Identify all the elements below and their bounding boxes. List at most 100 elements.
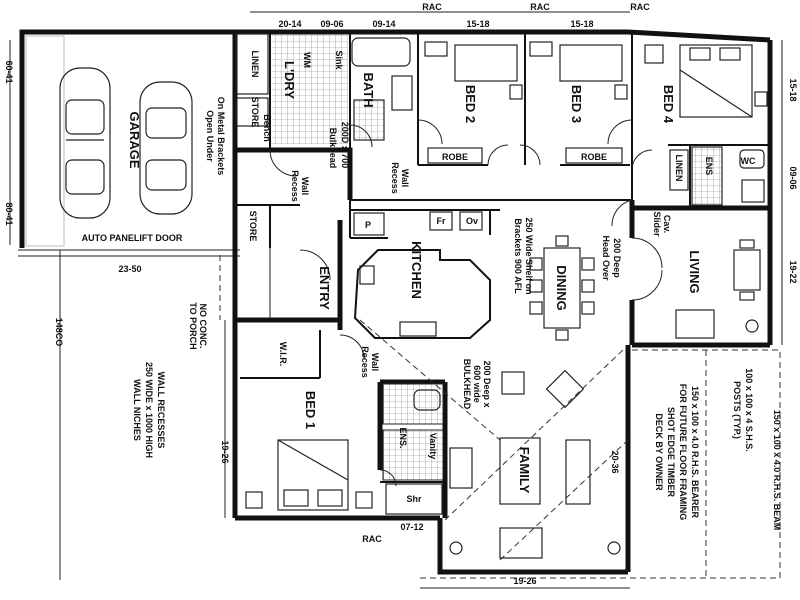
rac-label-1: RAC [422, 2, 442, 12]
car-right [139, 81, 193, 215]
linen-label: LINEN [250, 51, 260, 78]
bed4-furniture [644, 44, 768, 118]
ens-shower [382, 383, 444, 425]
dim-60-41: 60-41 [4, 60, 14, 83]
note-wall-recess-1b: Recess [290, 170, 300, 202]
dim-15-18-b: 15-18 [570, 19, 593, 29]
door-swings-top [269, 119, 653, 227]
note-posts-2: POSTS (TYP.) [732, 381, 742, 439]
ens-shower-base [385, 483, 443, 515]
bath-label: BATH [361, 72, 376, 107]
dimension-lines [9, 11, 783, 589]
dining-table [529, 235, 595, 341]
ens-bottom-label: ENS. [398, 427, 408, 448]
bed1-door-swing [339, 334, 365, 360]
garage-label: GARAGE [127, 111, 142, 168]
note-bulkhead-top: Bulkhead [328, 128, 338, 169]
dim-09-06-right: 09-06 [788, 166, 798, 189]
living-furniture [675, 239, 761, 339]
dim-80-41: 80-41 [4, 202, 14, 225]
note-wm: WM [302, 52, 312, 68]
top-wing-walls [235, 29, 773, 211]
note-niches-2: 250 WIDE x 1000 HIGH [144, 362, 154, 458]
dim-09-14: 09-14 [372, 19, 395, 29]
entry-label: ENTRY [317, 266, 332, 310]
entry-door-swing [299, 249, 331, 281]
note-bearer-2: FOR FUTURE FLOOR FRAMING [678, 384, 688, 521]
bed2-label: BED 2 [463, 85, 478, 123]
ensuite-top [668, 144, 770, 208]
ens-door-swing [379, 469, 397, 487]
note-wall-recess-3: Wall [370, 353, 380, 371]
note-posts-1: 100 x 100 x 4 S.H.S. [744, 368, 754, 452]
kitchen-island [353, 249, 491, 339]
note-bearer-3: SHOT EDGE TIMBER [666, 407, 676, 498]
ens-floor [382, 429, 444, 481]
rac-label-3: RAC [630, 2, 650, 12]
bed2-furniture [424, 41, 523, 164]
center-walls [232, 200, 500, 330]
fridge [429, 211, 453, 231]
dim-09-06-top: 09-06 [320, 19, 343, 29]
note-fr: Fr [437, 216, 446, 226]
note-wall-recess-2: Wall [400, 169, 410, 187]
bed3-furniture [529, 41, 628, 164]
dim-23-50: 23-50 [118, 264, 141, 274]
cooktop [359, 265, 375, 285]
oven-unit [459, 211, 483, 231]
ldry-label: L'DRY [282, 61, 297, 99]
room-labels: GARAGE LINEN STORE L'DRY BATH BED 2 BED … [127, 51, 714, 494]
bed1-walls [232, 317, 448, 521]
rac-label-2: RAC [530, 2, 550, 12]
linen-cupboard [235, 33, 269, 95]
note-metal-brackets: On Metal Brackets [216, 97, 226, 176]
note-no-conc-1: NO CONC. [198, 304, 208, 349]
rac-label-4: RAC [362, 534, 382, 544]
kitchen-sink [399, 321, 437, 337]
living-label: LIVING [687, 250, 702, 293]
bed4-label: BED 4 [661, 85, 676, 124]
note-no-conc-2: TO PORCH [188, 302, 198, 349]
note-sink: Sink [334, 50, 344, 70]
diagonal-lines [359, 319, 629, 561]
note-niches-3: WALL NICHES [132, 379, 142, 441]
notes: On Metal Brackets Open Under AUTO PANELI… [82, 50, 782, 530]
robe2-label: ROBE [442, 152, 468, 162]
note-door-head: 200D x 700 [340, 122, 350, 169]
note-bearer-4: DECK BY OWNER [654, 413, 664, 491]
note-shr: Shr [406, 494, 422, 504]
dim-19-26-left: 19-26 [220, 440, 230, 463]
dim-19-22: 19-22 [788, 260, 798, 283]
dimension-labels: 20-14 09-06 09-14 15-18 15-18 15-18 09-0… [4, 19, 798, 586]
family-furniture [449, 369, 621, 559]
dim-20-14: 20-14 [278, 19, 301, 29]
bed1-label: BED 1 [303, 391, 318, 429]
dim-15-18-right: 15-18 [788, 78, 798, 101]
robe3-label: ROBE [581, 152, 607, 162]
dim-148co: 148CO [54, 318, 64, 347]
dim-15-18-a: 15-18 [466, 19, 489, 29]
store-cupboard [235, 97, 269, 127]
note-head-over-1: 200 Deep [612, 238, 622, 278]
note-bulkhead-1: 200 Deep x [482, 360, 492, 407]
bed1-furniture [245, 439, 373, 511]
living-walls [629, 208, 773, 348]
note-auto-door: AUTO PANELIFT DOOR [82, 233, 183, 243]
dim-19-26-bottom: 19-26 [513, 576, 536, 586]
note-shelf-1: 250 Wide Shelf on [524, 218, 534, 295]
note-cav-slider-2: Slider [652, 211, 662, 237]
family-label: FAMILY [517, 447, 532, 494]
linen2-label: LINEN [674, 155, 684, 182]
ens-top-label: ENS [704, 157, 714, 176]
family-walls [437, 345, 631, 575]
note-shelf-2: Brackets 900 AFL [513, 218, 523, 294]
note-bulkhead-3: BULKHEAD [462, 359, 472, 410]
dining-label: DINING [554, 265, 569, 311]
bath-fixtures [351, 37, 413, 141]
note-vanity: Vanity [428, 433, 438, 460]
rac-labels: RAC RAC RAC RAC [362, 2, 650, 544]
note-beam: 150 x 100 x 4.0 R.H.S. BEAM [772, 410, 782, 531]
note-head-over-2: Head Over [601, 235, 611, 281]
